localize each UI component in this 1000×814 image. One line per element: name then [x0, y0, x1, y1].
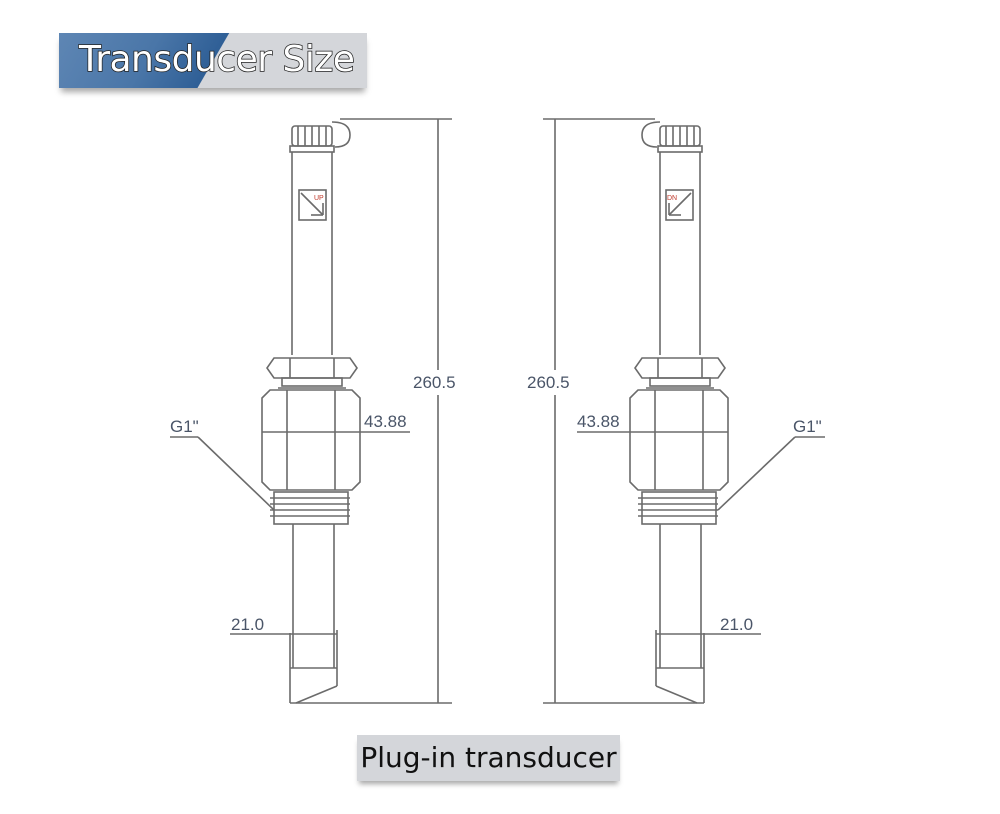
- connector-cap-icon: [289, 121, 351, 153]
- thread-icon: [270, 491, 350, 525]
- dimension-hex-width-right: 43.88: [577, 412, 620, 431]
- page-title: Transducer Size: [78, 38, 355, 81]
- thread-icon: [638, 491, 718, 525]
- badge-label: UP: [314, 195, 324, 202]
- dimension-total-length-left: 260.5: [413, 373, 456, 392]
- dimension-hex-width-left: 43.88: [364, 412, 407, 431]
- dimension-probe-diameter-left: 21.0: [231, 615, 264, 634]
- dimension-thread-left: G1": [170, 417, 199, 436]
- dimension-probe-diameter-right: 21.0: [720, 615, 753, 634]
- badge-label: DN: [667, 195, 677, 202]
- dimension-total-length-right: 260.5: [527, 373, 570, 392]
- dn-badge-icon: [665, 189, 694, 221]
- transducer-right: DN: [543, 118, 825, 704]
- caption-box: Plug-in transducer: [357, 735, 620, 781]
- connector-cap-icon: [641, 121, 703, 153]
- transducer-left: UP: [170, 118, 452, 704]
- up-badge-icon: [298, 189, 327, 221]
- dimension-thread-right: G1": [793, 417, 822, 436]
- caption: Plug-in transducer: [360, 741, 617, 774]
- title-banner: Transducer Size: [59, 33, 367, 88]
